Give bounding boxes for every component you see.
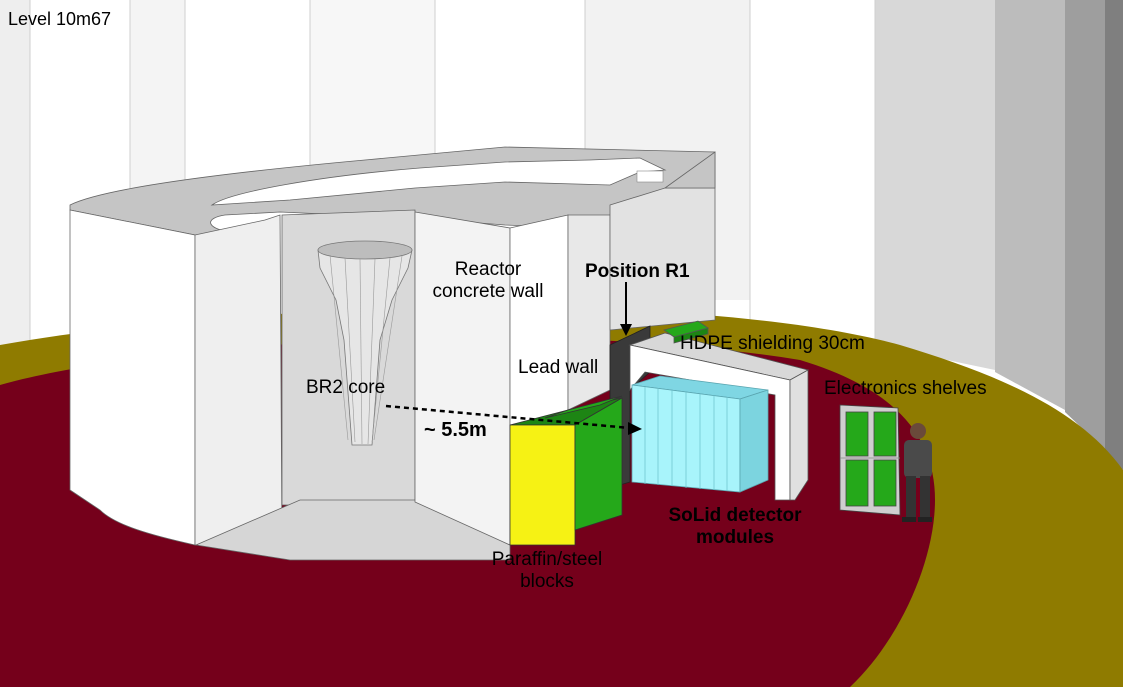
person-figure: [902, 423, 932, 522]
reactor-wall-line-2: concrete wall: [432, 281, 544, 302]
electronics-label: Electronics shelves: [824, 378, 987, 399]
hdpe-label: HDPE shielding 30cm: [680, 333, 865, 354]
solid-detector: [631, 375, 769, 493]
solid-line-2: modules: [695, 527, 775, 548]
lead-wall-label: Lead wall: [518, 357, 599, 378]
br2-core: [317, 240, 413, 446]
level-label: Level 10m67: [8, 9, 112, 29]
paraffin-blocks: [509, 395, 623, 546]
position-label: Position R1: [585, 261, 690, 282]
electronics-shelves: [839, 404, 901, 516]
reactor-wall-line-1: Reactor: [454, 259, 522, 280]
reactor-building: [69, 146, 716, 561]
distance-label: ~ 5.5m: [424, 419, 487, 441]
position-arrow: [620, 282, 632, 336]
hdpe-shielding: [628, 320, 810, 501]
paraffin-label: Paraffin/steel blocks: [472, 549, 622, 593]
distance-arrow: [385, 404, 642, 435]
paraffin-line-1: Paraffin/steel: [491, 549, 603, 570]
solid-label: SoLid detector modules: [645, 505, 825, 549]
paraffin-line-2: blocks: [520, 571, 574, 592]
reactor-wall-label: Reactor concrete wall: [423, 259, 553, 303]
solid-line-1: SoLid detector: [668, 505, 802, 526]
br2-core-label: BR2 core: [306, 377, 386, 398]
